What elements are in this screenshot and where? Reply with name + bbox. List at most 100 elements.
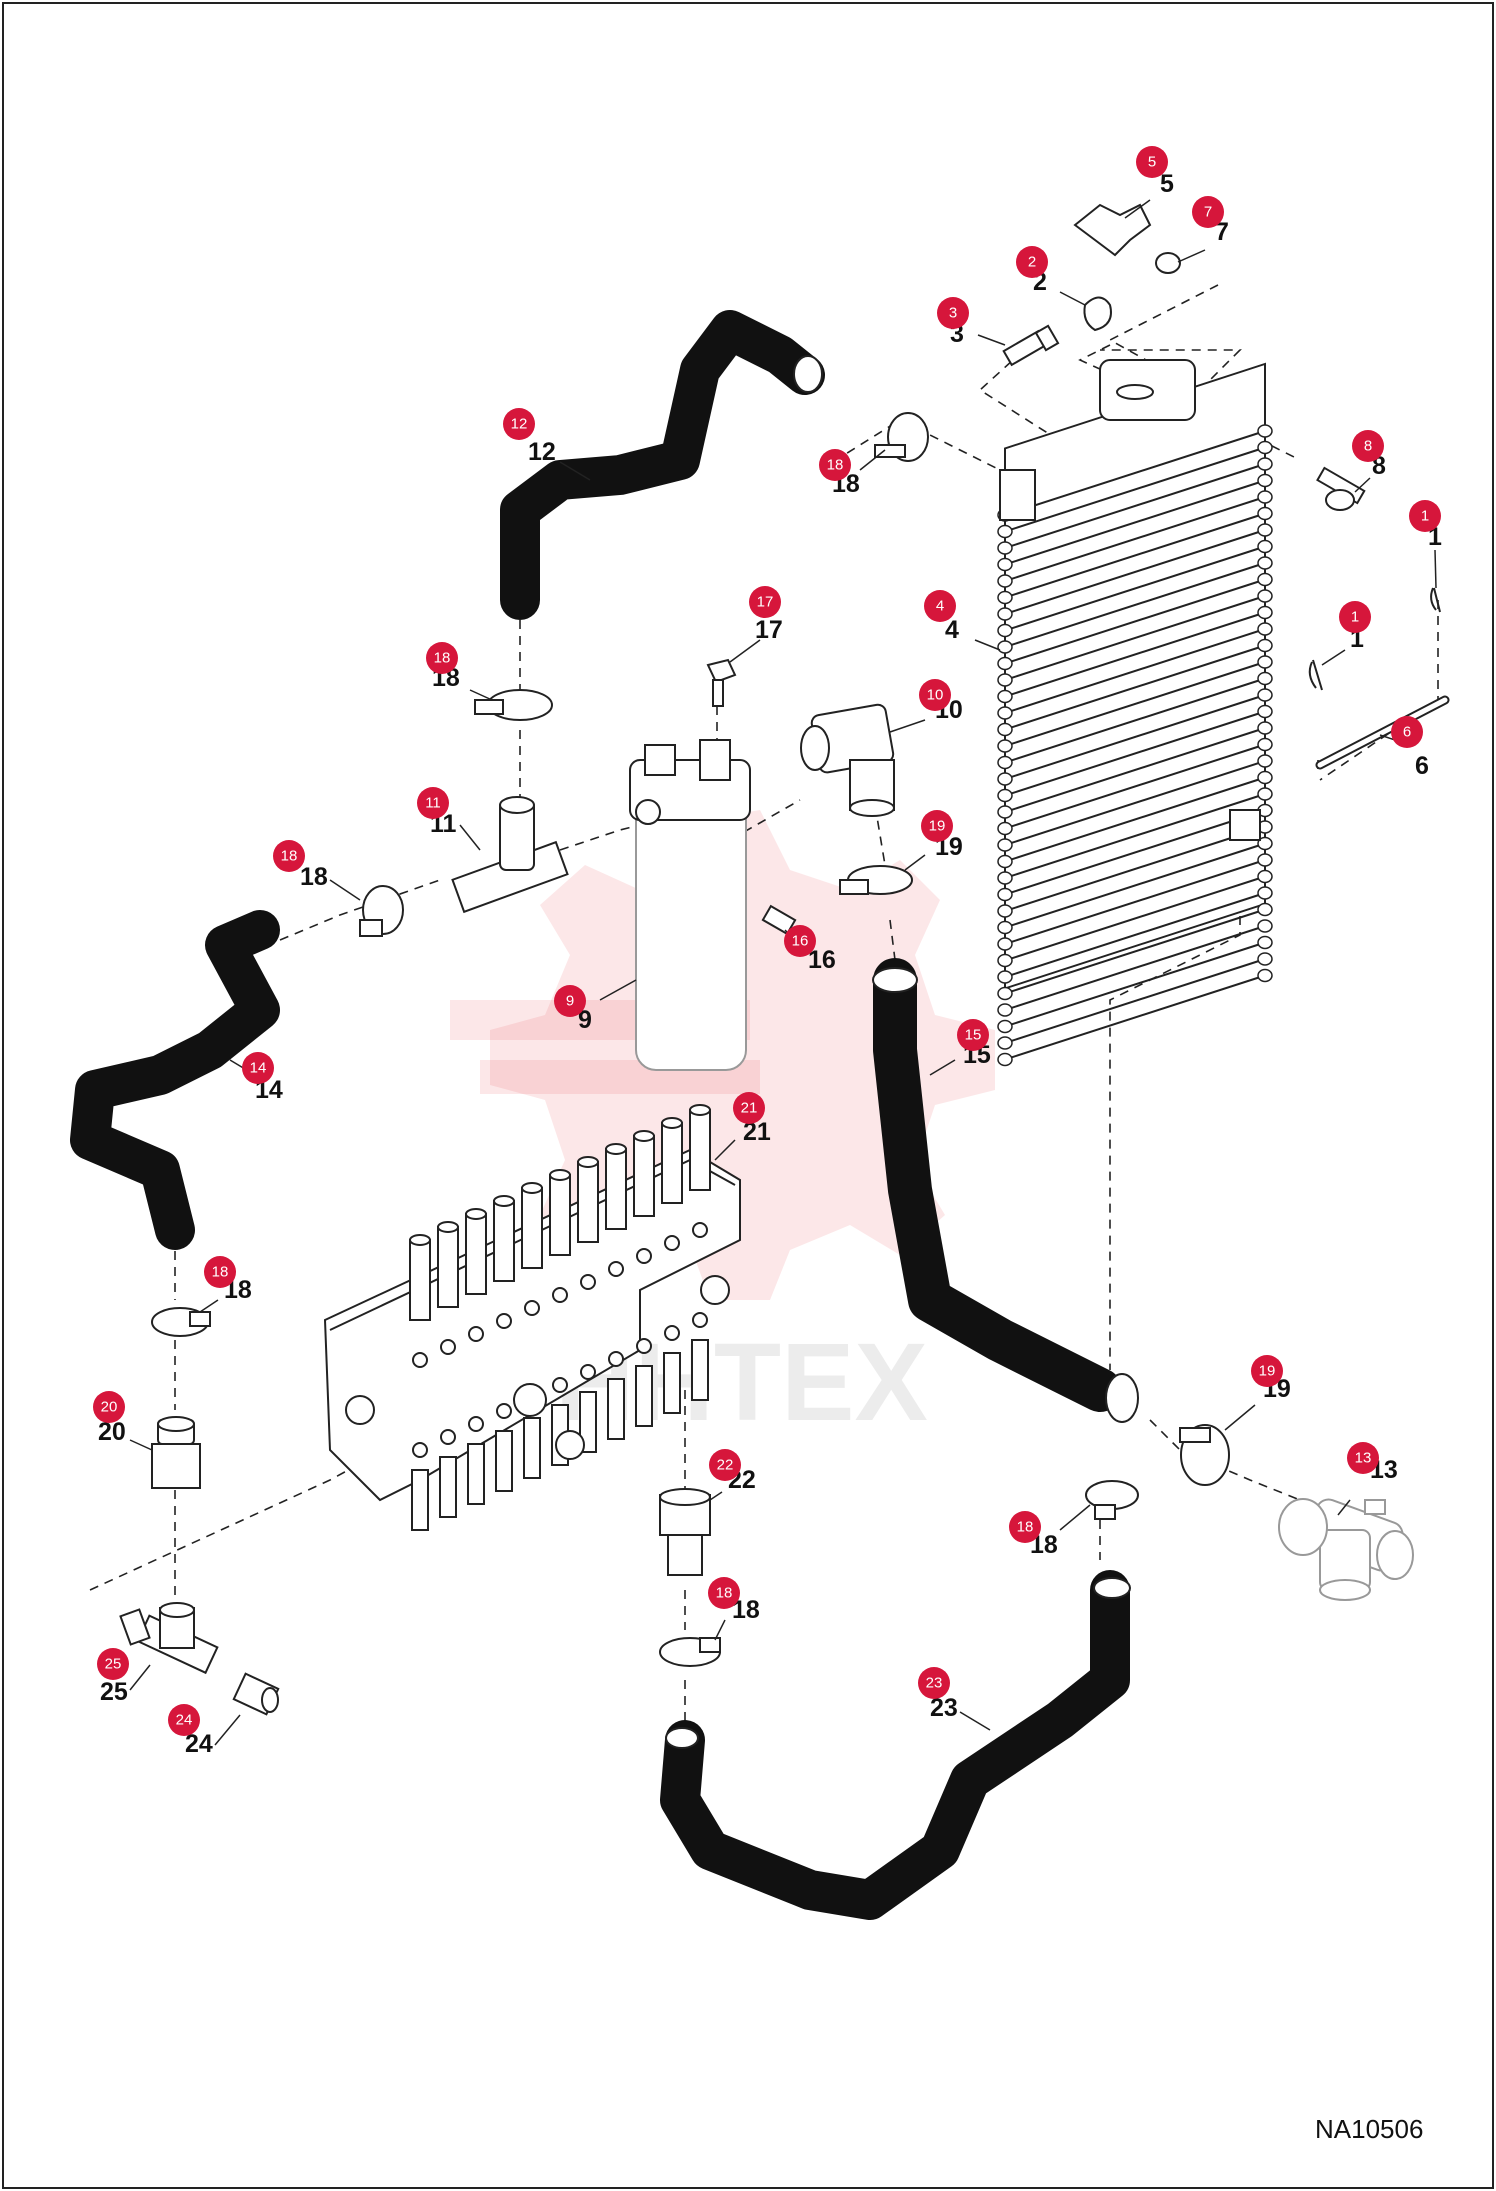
bolt-8 bbox=[1316, 466, 1366, 511]
callout-badge bbox=[1339, 601, 1371, 633]
callout-badge bbox=[919, 679, 951, 711]
callout-leader bbox=[859, 449, 886, 471]
callout-badge-number: 6 bbox=[1403, 724, 1411, 741]
callout-badge-number: 19 bbox=[1259, 1363, 1276, 1380]
hose-23 bbox=[660, 1570, 1130, 1920]
callout-badge-number: 5 bbox=[1148, 154, 1156, 171]
callout-badge-number: 7 bbox=[1204, 204, 1212, 221]
callout-badge-number: 3 bbox=[949, 305, 957, 322]
callout-badge-number: 18 bbox=[716, 1585, 733, 1602]
callout-leader bbox=[1321, 649, 1346, 666]
callout-badge-number: 2 bbox=[1028, 254, 1036, 271]
callout-badge-number: 19 bbox=[929, 818, 946, 835]
callout-leader bbox=[977, 334, 1006, 346]
callout-badge bbox=[1016, 246, 1048, 278]
callout-leader bbox=[559, 461, 591, 481]
callout-badge bbox=[1347, 1442, 1379, 1474]
callout-badge bbox=[1251, 1355, 1283, 1387]
callout-badge bbox=[924, 590, 956, 622]
part-number-label: 6 bbox=[1415, 752, 1429, 780]
elbow-fitting-10 bbox=[800, 703, 895, 817]
callout-leader bbox=[1354, 477, 1371, 493]
callout-leader bbox=[904, 854, 926, 871]
fitting-3 bbox=[1002, 324, 1060, 367]
callout-badge-number: 20 bbox=[101, 1399, 118, 1416]
callout-c2: 22 bbox=[1016, 246, 1086, 306]
callout-leader bbox=[1224, 1404, 1256, 1431]
callout-badge bbox=[426, 642, 458, 674]
callout-leader bbox=[974, 639, 1001, 651]
hose-12 bbox=[500, 310, 825, 620]
callout-badge bbox=[242, 1052, 274, 1084]
callout-badge bbox=[273, 840, 305, 872]
callout-leader bbox=[1059, 1504, 1091, 1531]
fitting-22 bbox=[659, 1488, 711, 1576]
part-number-label: 9 bbox=[578, 1006, 592, 1034]
knob-5 bbox=[1073, 203, 1152, 257]
callout-c3: 33 bbox=[937, 297, 1006, 348]
plug-16 bbox=[761, 904, 797, 936]
callout-badge-number: 8 bbox=[1364, 438, 1372, 455]
hose-15 bbox=[873, 958, 1122, 1412]
callout-leader bbox=[199, 1299, 219, 1313]
callout-badge-number: 11 bbox=[425, 795, 441, 812]
callout-leader bbox=[959, 1711, 991, 1731]
part-number-label: 18 bbox=[300, 863, 328, 891]
callout-leader bbox=[214, 1714, 241, 1746]
part-number-label: 12 bbox=[528, 438, 556, 466]
callout-badge-number: 21 bbox=[741, 1100, 758, 1117]
callout-c4: 44 bbox=[924, 590, 1001, 651]
callout-badge-number: 18 bbox=[281, 848, 298, 865]
callout-badge-number: 23 bbox=[926, 1675, 943, 1692]
hose-clamp-18e bbox=[1085, 1480, 1139, 1520]
tee-fitting-11 bbox=[451, 796, 569, 914]
hose-clamp-19a bbox=[839, 865, 913, 895]
hose-clamp-19b bbox=[1179, 1424, 1230, 1486]
callout-badge-number: 18 bbox=[1017, 1519, 1034, 1536]
callout-badge-number: 12 bbox=[511, 416, 528, 433]
pin-rod bbox=[1315, 695, 1450, 770]
hose-14 bbox=[70, 910, 280, 1250]
callout-badge bbox=[1192, 196, 1224, 228]
fitting-20 bbox=[151, 1416, 201, 1489]
cap-24 bbox=[232, 1672, 280, 1716]
callout-badge-number: 4 bbox=[936, 598, 944, 615]
callout-badge-number: 22 bbox=[717, 1457, 734, 1474]
callout-badge bbox=[503, 408, 535, 440]
callout-badge-number: 1 bbox=[1421, 508, 1429, 525]
callout-badge bbox=[97, 1648, 129, 1680]
callout-badge bbox=[957, 1019, 989, 1051]
part-number-label: 4 bbox=[945, 616, 959, 644]
callout-badge-number: 1 bbox=[1351, 609, 1359, 626]
callout-leader bbox=[889, 719, 926, 733]
callout-badge-number: 18 bbox=[434, 650, 451, 667]
callout-badge bbox=[708, 1577, 740, 1609]
callout-leader bbox=[929, 1059, 956, 1076]
callout-c1a: 11 bbox=[1409, 500, 1442, 589]
hose-clamp-18f bbox=[659, 1637, 721, 1667]
callout-badge-number: 25 bbox=[105, 1656, 122, 1673]
clip-2 bbox=[1083, 296, 1112, 332]
callout-leader bbox=[129, 1439, 153, 1451]
callout-leader bbox=[1177, 249, 1206, 263]
part-number-label: 25 bbox=[100, 1678, 128, 1706]
callout-badge bbox=[1409, 500, 1441, 532]
callout-leader bbox=[459, 824, 481, 851]
callout-badge bbox=[554, 985, 586, 1017]
